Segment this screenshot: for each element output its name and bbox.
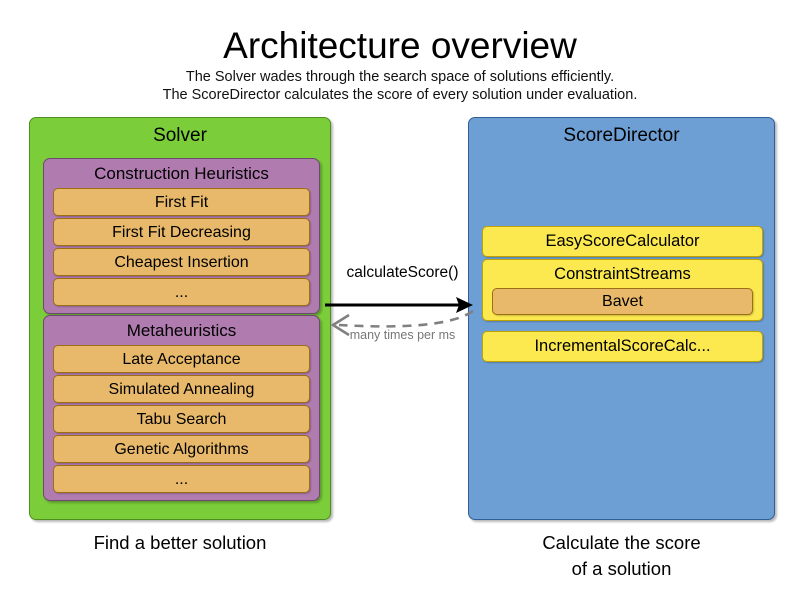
group-title: Metaheuristics xyxy=(126,321,237,340)
arrow-group: calculateScore() many times per ms xyxy=(325,255,480,355)
arrow-return-head xyxy=(330,313,350,337)
caption-line-2: of a solution xyxy=(571,558,672,579)
list-item[interactable]: Genetic Algorithms xyxy=(53,435,310,463)
caption-solver: Find a better solution xyxy=(93,532,267,553)
subtitle-line-1: The Solver wades through the search spac… xyxy=(185,69,615,85)
list-item[interactable]: Late Acceptance xyxy=(53,345,310,373)
list-item[interactable]: Simulated Annealing xyxy=(53,375,310,403)
list-item[interactable]: ... xyxy=(53,465,310,493)
diagram-header: Architecture overview The Solver wades t… xyxy=(0,24,800,104)
score-director-panel-title: ScoreDirector xyxy=(563,125,680,146)
arrow-label-many-times: many times per ms xyxy=(349,328,456,342)
list-item[interactable]: ... xyxy=(53,278,310,306)
arrow-label-calculate-score: calculateScore() xyxy=(346,264,459,281)
arrow-return-line xyxy=(338,309,474,328)
group-construction-heuristics: Construction Heuristics First Fit First … xyxy=(43,158,320,314)
score-director-panel: ScoreDirector EasyScoreCalculator Constr… xyxy=(468,117,775,520)
list-item[interactable]: Tabu Search xyxy=(53,405,310,433)
list-item[interactable]: First Fit Decreasing xyxy=(53,218,310,246)
calculator-constraint-streams[interactable]: ConstraintStreams Bavet xyxy=(482,259,763,321)
caption-line-1: Calculate the score xyxy=(542,532,701,553)
calculator-incremental-score[interactable]: IncrementalScoreCalc... xyxy=(482,331,763,362)
solver-panel: Solver Construction Heuristics First Fit… xyxy=(29,117,331,520)
list-item[interactable]: First Fit xyxy=(53,188,310,216)
page-title: Architecture overview xyxy=(223,25,577,66)
arrow-connectors xyxy=(325,297,474,337)
nested-implementation-bavet[interactable]: Bavet xyxy=(492,288,753,315)
group-metaheuristics: Metaheuristics Late Acceptance Simulated… xyxy=(43,315,320,501)
calculator-label: EasyScoreCalculator xyxy=(545,232,700,250)
calculator-easy-score[interactable]: EasyScoreCalculator xyxy=(482,226,763,257)
group-title: Construction Heuristics xyxy=(94,164,269,183)
calculator-label: ConstraintStreams xyxy=(554,265,691,283)
nested-implementation-wrap: Bavet xyxy=(483,288,762,320)
group-item-list: Late Acceptance Simulated Annealing Tabu… xyxy=(44,343,319,500)
group-item-list: First Fit First Fit Decreasing Cheapest … xyxy=(44,186,319,313)
caption-score-director: Calculate the score of a solution xyxy=(468,530,775,582)
subtitle-line-2: The ScoreDirector calculates the score o… xyxy=(162,87,638,103)
list-item[interactable]: Cheapest Insertion xyxy=(53,248,310,276)
arrow-forward-head xyxy=(456,297,473,313)
solver-panel-title: Solver xyxy=(153,125,207,146)
calculator-label: IncrementalScoreCalc... xyxy=(534,337,711,355)
